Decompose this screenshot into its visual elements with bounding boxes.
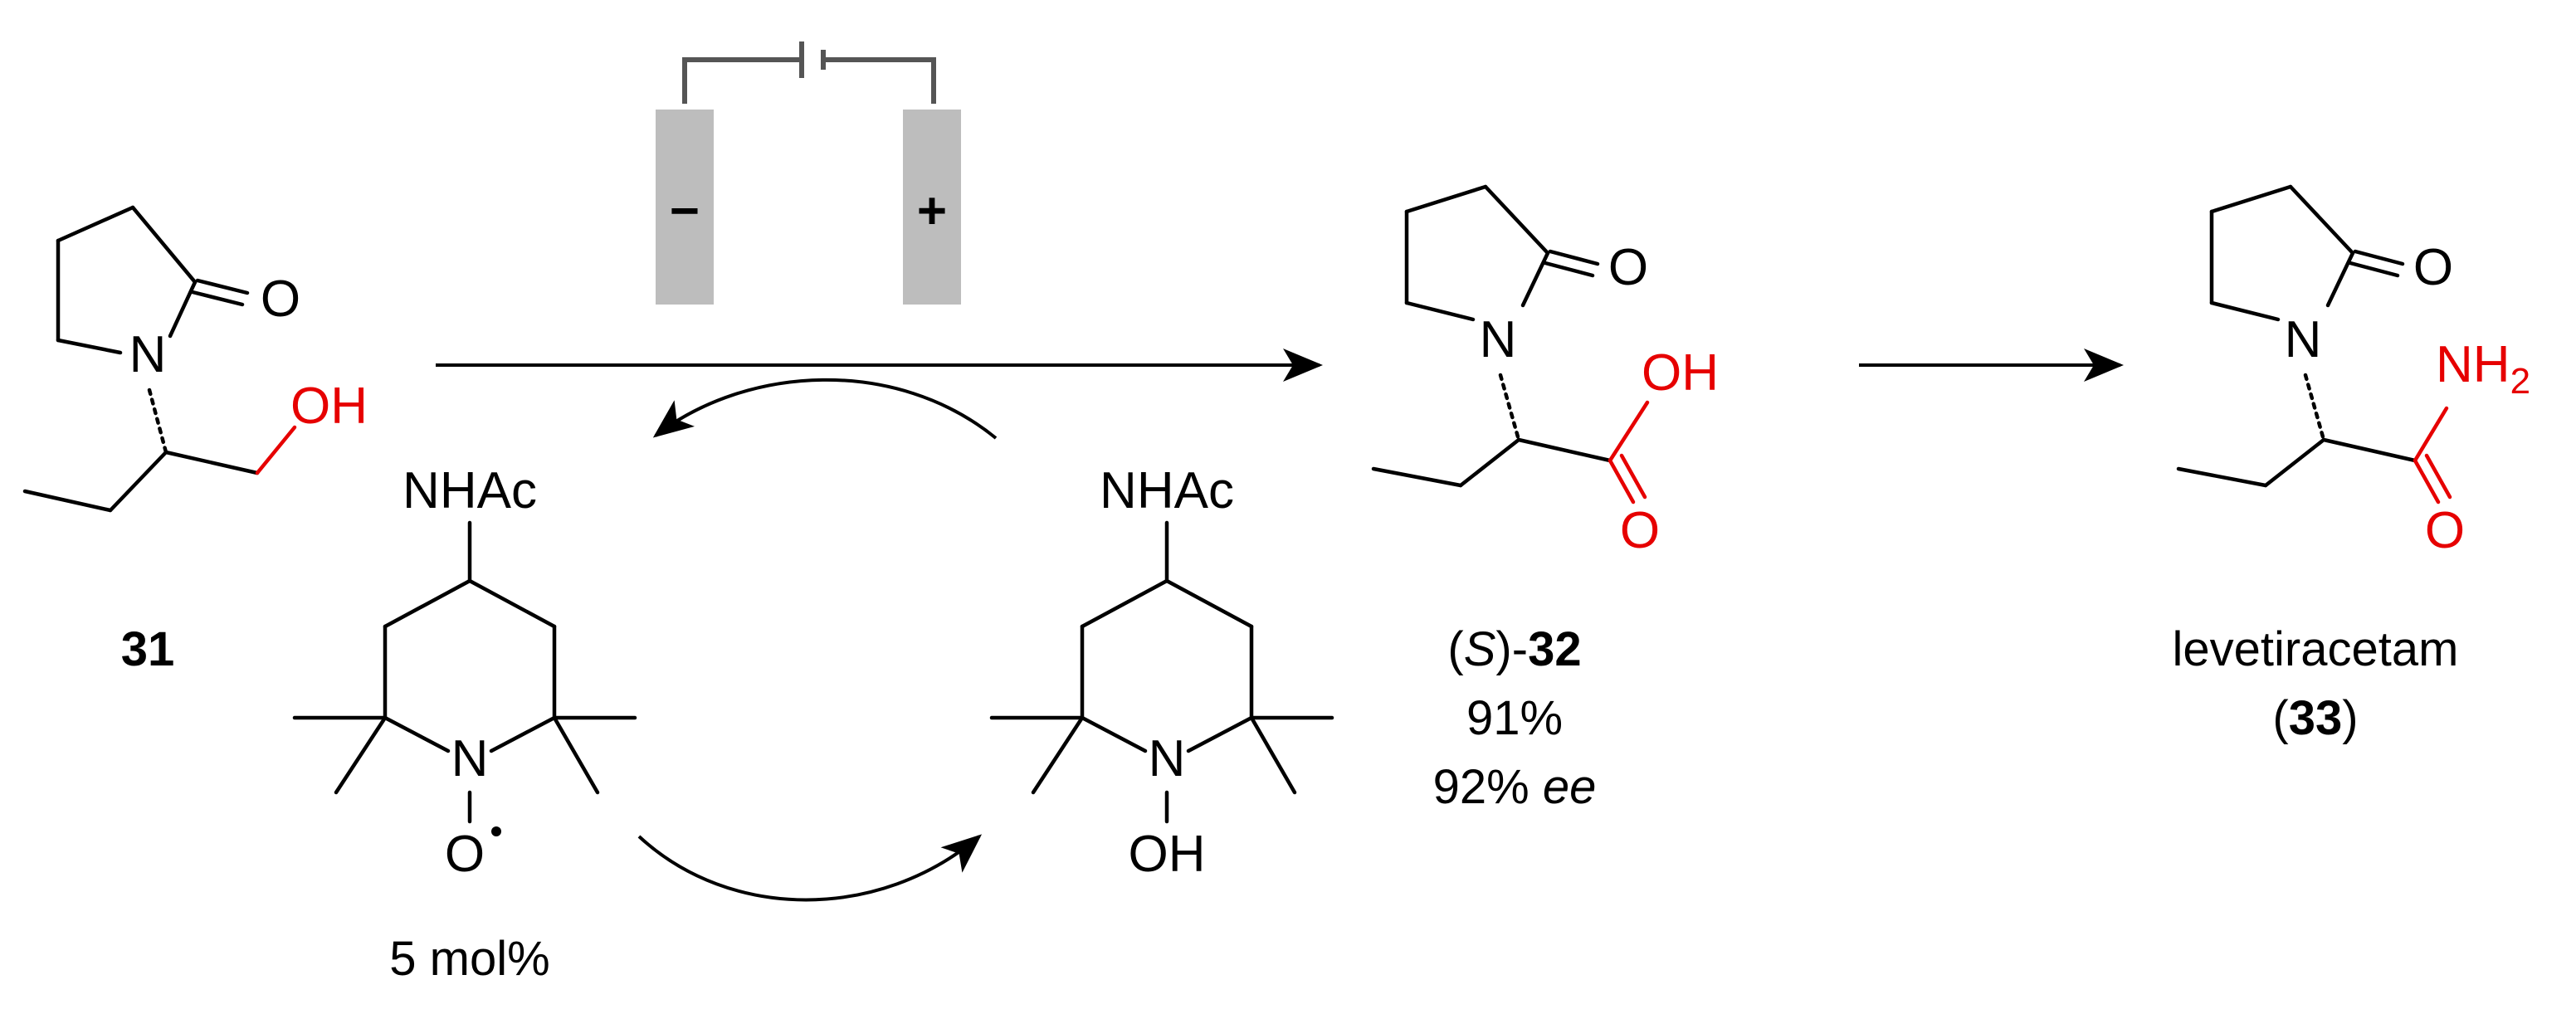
radical-dot — [491, 826, 501, 836]
atom-O-amide-33: O — [2425, 502, 2465, 559]
compound-32-structure: O N OH O — [1371, 184, 1719, 559]
atom-OH-tempoh: OH — [1129, 826, 1206, 883]
cycle-arrow-bottom — [637, 834, 983, 902]
atom-N-tempoh: N — [1149, 730, 1186, 787]
compound-31-structure: O N OH — [22, 205, 368, 513]
anode-sign: + — [917, 183, 947, 240]
tempo-radical-structure: NHAc N O — [292, 462, 637, 883]
electrochemical-cell: − + — [656, 41, 961, 305]
atom-O-33: O — [2413, 239, 2453, 296]
atom-NHAc-tempoh: NHAc — [1100, 462, 1234, 519]
atom-N-32: N — [1480, 311, 1517, 368]
tempo-hydroxylamine-structure: NHAc N OH — [989, 462, 1334, 883]
anode-electrode — [903, 110, 961, 305]
compound-32-yield: 91% — [1466, 691, 1563, 745]
atom-O-acid-32: O — [1620, 502, 1660, 559]
catalyst-loading: 5 mol% — [389, 932, 549, 986]
compound-33-structure: O N NH2 O — [2176, 184, 2530, 559]
atom-OH-32: OH — [1642, 344, 1719, 402]
cathode-sign: − — [670, 183, 700, 240]
atom-O-32: O — [1608, 239, 1648, 296]
compound-33-number: (33) — [2272, 691, 2358, 745]
atom-O-radical-tempo: O — [445, 826, 485, 883]
compound-32-label: (S)-32 — [1447, 622, 1581, 676]
cathode-electrode — [656, 110, 714, 305]
atom-NHAc-tempo: NHAc — [402, 462, 537, 519]
atom-N-31: N — [129, 326, 167, 383]
atom-N-33: N — [2285, 311, 2322, 368]
atom-OH-31: OH — [290, 378, 368, 435]
compound-31-number: 31 — [121, 622, 175, 676]
compound-33-name: levetiracetam — [2173, 622, 2459, 676]
atom-O-31: O — [261, 271, 300, 328]
atom-NH2-33: NH2 — [2436, 336, 2530, 402]
cycle-arrow-top — [652, 378, 998, 440]
atom-N-tempo: N — [451, 730, 489, 787]
compound-32-ee: 92% ee — [1433, 760, 1597, 814]
